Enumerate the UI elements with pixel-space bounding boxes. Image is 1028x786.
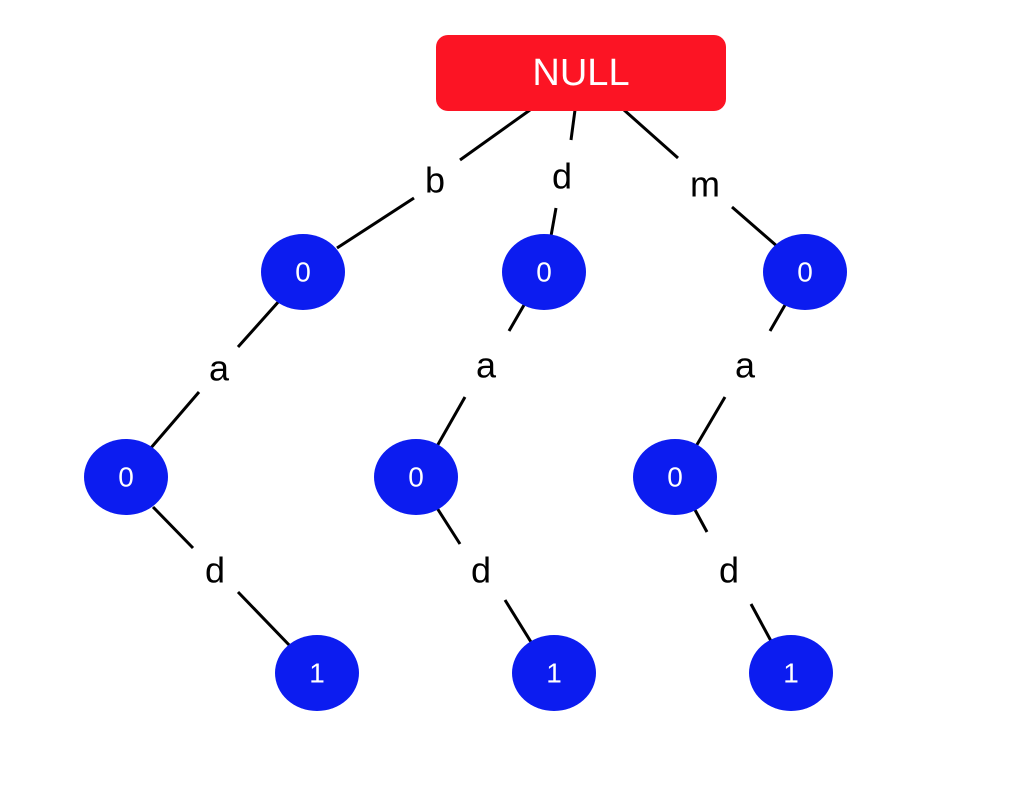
root-node: NULL xyxy=(436,35,726,111)
edges xyxy=(148,108,787,650)
edge-d-a-lower xyxy=(434,396,467,449)
edge-root-m-upper xyxy=(623,108,679,160)
node-m-circle xyxy=(763,234,847,310)
edge-m-a-lower xyxy=(693,396,727,449)
node-dad-circle xyxy=(512,635,596,711)
node-b-circle xyxy=(261,234,345,310)
edge-ba-d-upper xyxy=(151,505,195,550)
node-mad-value: 1 xyxy=(783,658,799,689)
node-m: 0 xyxy=(763,234,847,310)
node-m-value: 0 xyxy=(797,257,813,288)
node-ba-value: 0 xyxy=(118,462,134,493)
node-ma: 0 xyxy=(633,439,717,515)
edge-labels: b d m a a a d d d xyxy=(205,156,756,591)
edge-label-d-root: d xyxy=(552,156,572,197)
edge-da-d-lower xyxy=(503,599,533,643)
level3-nodes: 1 1 1 xyxy=(275,635,833,711)
edge-label-d-ma: d xyxy=(719,550,739,591)
edge-ma-d-upper xyxy=(692,507,709,533)
edge-label-a-m: a xyxy=(735,345,756,386)
node-b-value: 0 xyxy=(295,257,311,288)
node-d: 0 xyxy=(502,234,586,310)
edge-d-a-upper xyxy=(507,304,526,332)
edge-root-d-upper xyxy=(569,109,577,141)
root-label: NULL xyxy=(532,52,629,94)
root-box xyxy=(436,35,726,111)
edge-root-b-lower xyxy=(336,196,415,250)
node-ma-value: 0 xyxy=(667,462,683,493)
node-bad-circle xyxy=(275,635,359,711)
level1-nodes: 0 0 0 xyxy=(261,234,847,310)
node-dad-value: 1 xyxy=(546,658,562,689)
edge-label-d-ba: d xyxy=(205,550,225,591)
edge-label-a-b: a xyxy=(209,348,230,389)
node-mad: 1 xyxy=(749,635,833,711)
node-d-value: 0 xyxy=(536,257,552,288)
node-ma-circle xyxy=(633,439,717,515)
node-da-value: 0 xyxy=(408,462,424,493)
node-bad: 1 xyxy=(275,635,359,711)
node-mad-circle xyxy=(749,635,833,711)
edge-root-b-upper xyxy=(459,108,531,162)
node-ba-circle xyxy=(84,439,168,515)
node-dad: 1 xyxy=(512,635,596,711)
node-da-circle xyxy=(374,439,458,515)
edge-label-d-da: d xyxy=(471,550,491,591)
edge-root-d-lower xyxy=(549,207,558,237)
edge-da-d-upper xyxy=(435,507,462,545)
edge-ma-d-lower xyxy=(749,603,773,642)
edge-root-m-lower xyxy=(731,205,779,249)
node-d-circle xyxy=(502,234,586,310)
edge-label-b: b xyxy=(425,160,445,201)
edge-ba-d-lower xyxy=(236,590,294,650)
node-da: 0 xyxy=(374,439,458,515)
edge-label-a-d: a xyxy=(476,345,497,386)
node-ba: 0 xyxy=(84,439,168,515)
edge-label-m: m xyxy=(690,164,720,205)
node-b: 0 xyxy=(261,234,345,310)
level2-nodes: 0 0 0 xyxy=(84,439,717,515)
edge-b-a-lower xyxy=(148,391,201,450)
edge-m-a-upper xyxy=(768,304,787,332)
edge-b-a-upper xyxy=(236,299,282,348)
node-bad-value: 1 xyxy=(309,658,325,689)
